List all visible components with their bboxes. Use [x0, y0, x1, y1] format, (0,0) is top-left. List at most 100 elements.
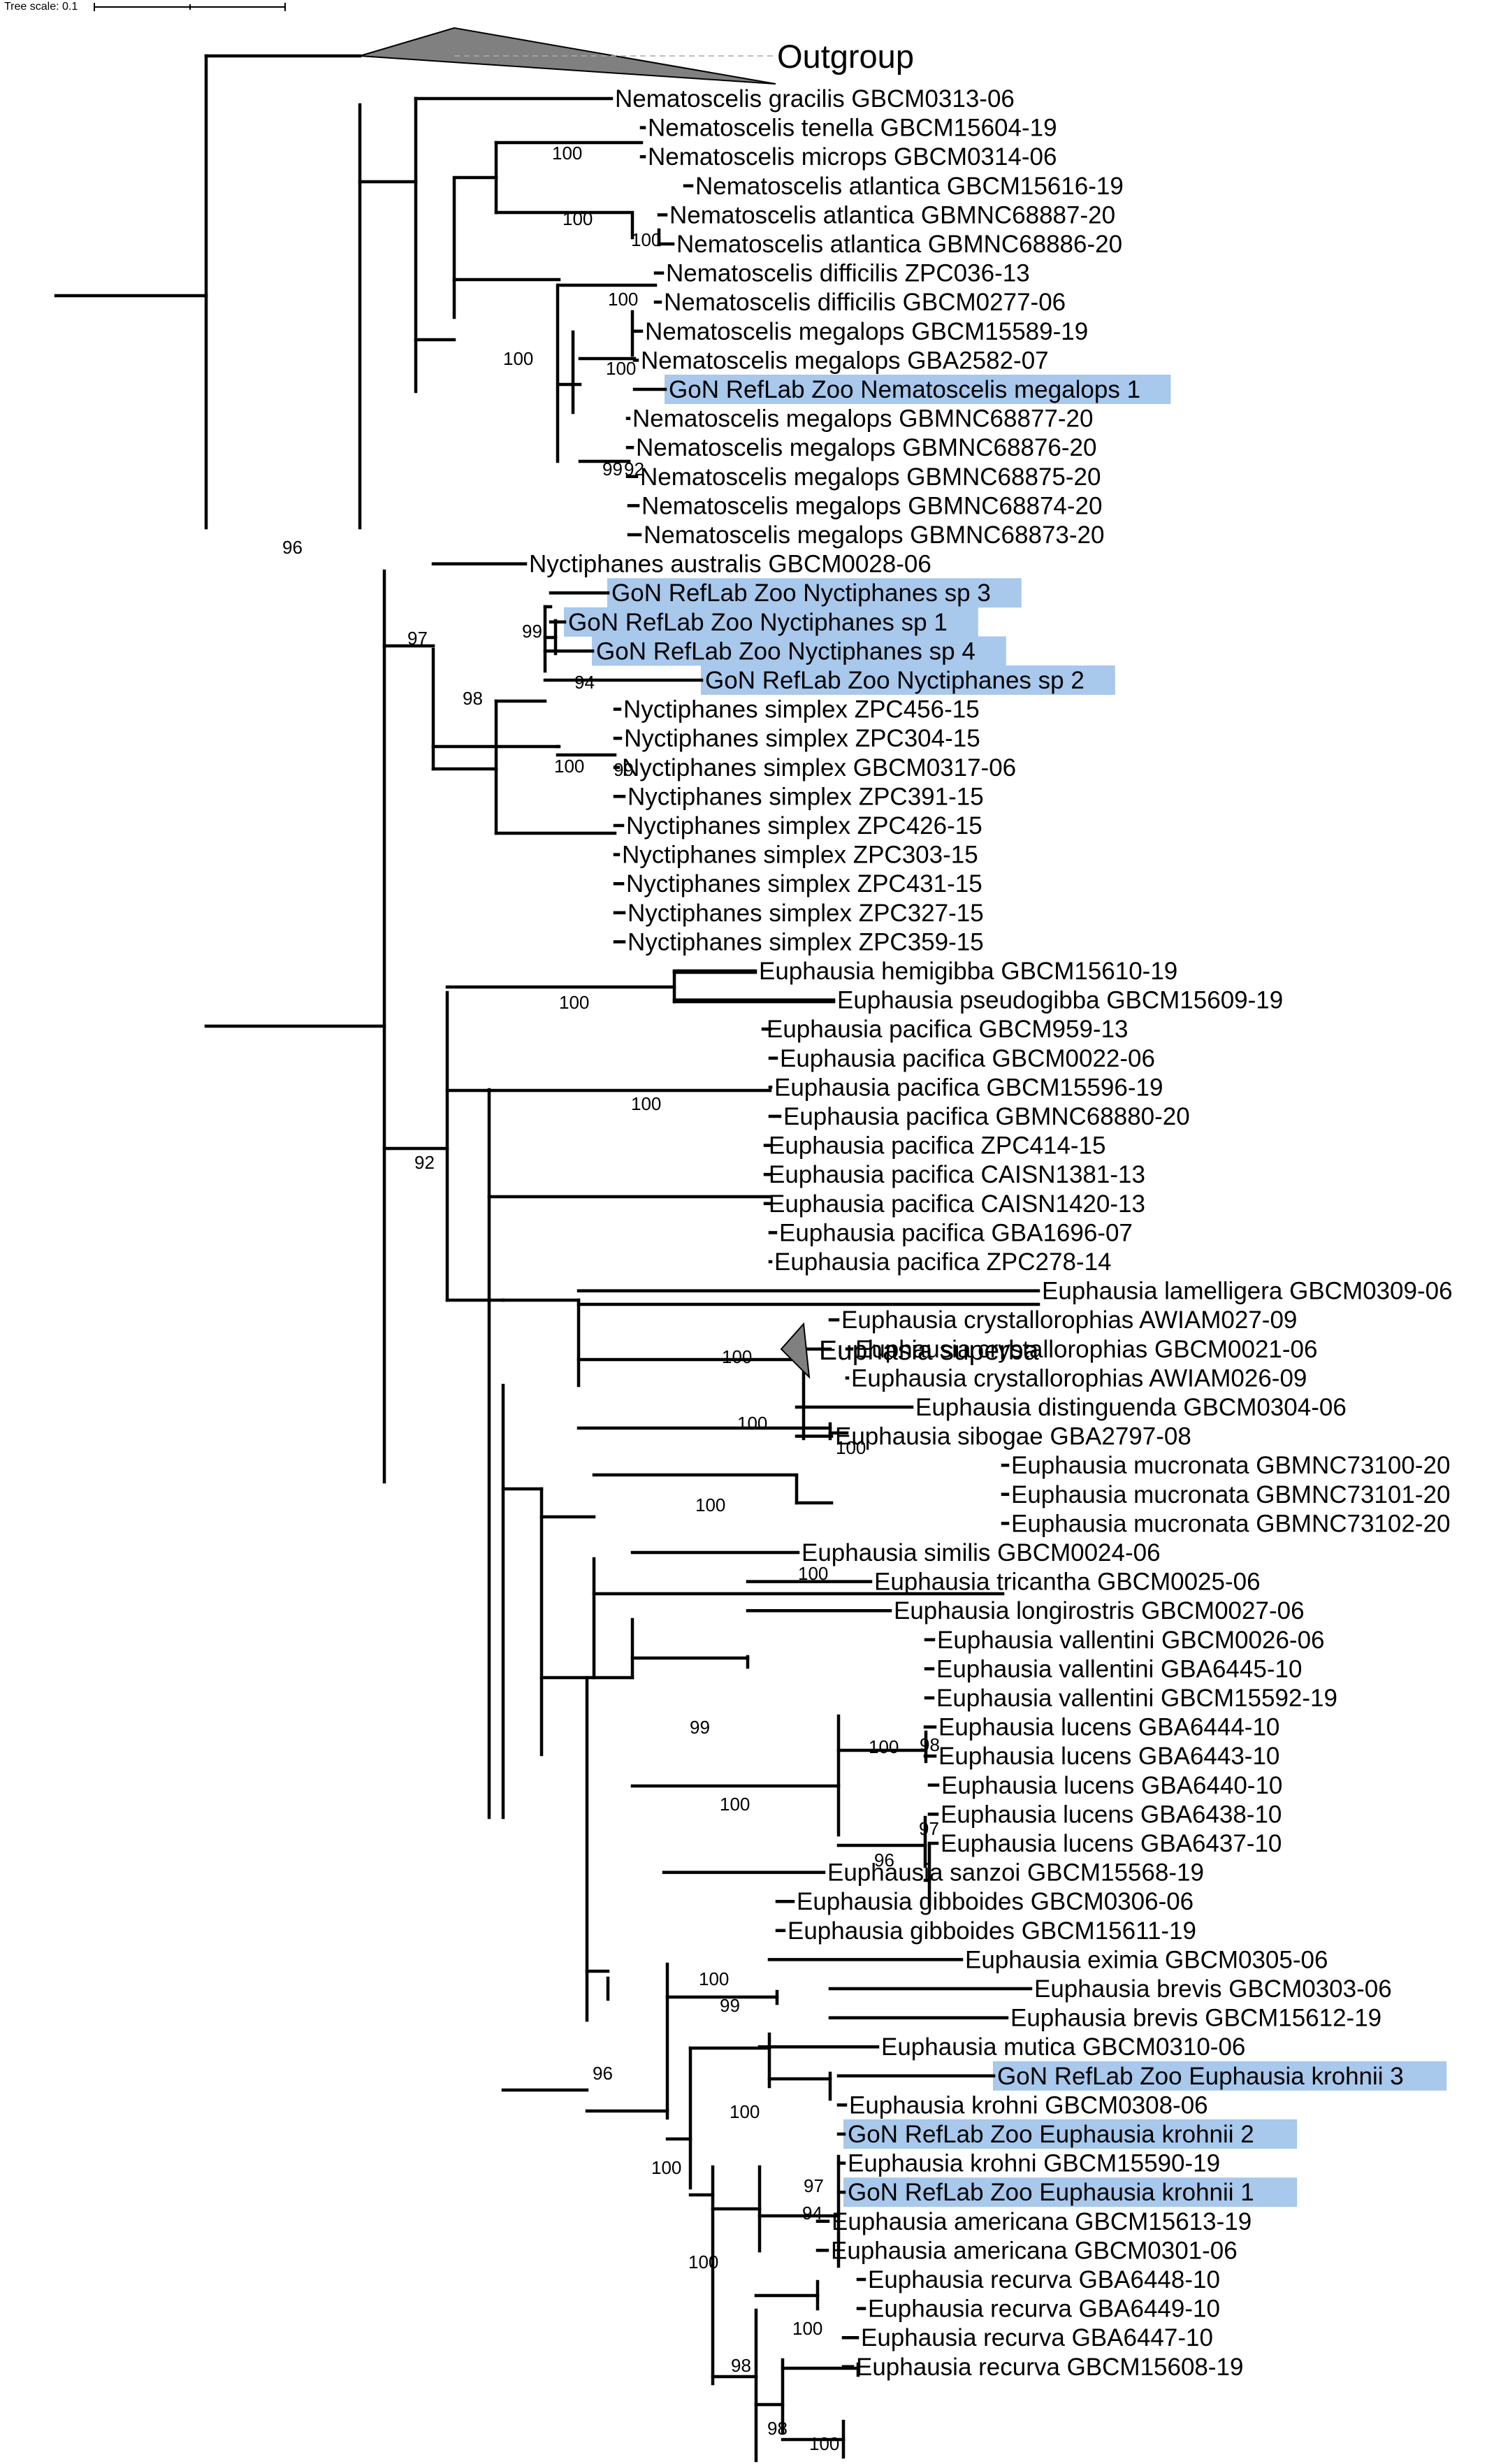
leaf-label: Euphausia americana GBCM15613-19 — [832, 2208, 1252, 2235]
leaf-label: Euphausia eximia GBCM0305-06 — [965, 1946, 1328, 1973]
bootstrap-value: 100 — [836, 1437, 866, 1458]
leaf-label: GoN RefLab Zoo Nyctiphanes sp 1 — [568, 609, 948, 636]
leaf-label: Euphausia mucronata GBMNC73102-20 — [1011, 1510, 1450, 1537]
superba-collapsed-triangle — [780, 1322, 811, 1379]
leaf-label: Euphausia crystallorophias AWIAM027-09 — [841, 1306, 1297, 1334]
leaf-label: Nyctiphanes simplex GBCM0317-06 — [622, 754, 1016, 781]
leaf-label: Euphausia pacifica GBCM15596-19 — [774, 1074, 1163, 1101]
leaf-label: Euphausia krohni GBCM0308-06 — [849, 2091, 1208, 2119]
leaf-label: Euphausia crystallorophias GBCM0021-06 — [855, 1336, 1317, 1363]
highlighted-sequences — [564, 375, 1447, 2207]
bootstrap-value: 96 — [593, 2063, 613, 2084]
leaf-label: Nyctiphanes simplex ZPC431-15 — [626, 870, 982, 898]
bootstrap-value: 94 — [802, 2203, 822, 2224]
leaf-label: Euphausia lucens GBA6444-10 — [938, 1714, 1279, 1741]
leaf-label: Euphausia vallentini GBA6445-10 — [936, 1655, 1302, 1683]
leaf-label: Nematoscelis megalops GBMNC68873-20 — [644, 521, 1104, 549]
leaf-label: Nyctiphanes simplex ZPC456-15 — [623, 696, 980, 723]
bootstrap-value: 99 — [522, 621, 542, 642]
leaf-label: Euphausia sibogae GBA2797-08 — [835, 1423, 1191, 1450]
leaf-label: Nematoscelis megalops GBMNC68874-20 — [641, 492, 1102, 519]
bootstrap-value: 96 — [282, 537, 303, 558]
leaf-label: Euphausia lucens GBA6438-10 — [941, 1801, 1282, 1828]
leaf-label: Euphausia pacifica GBCM0022-06 — [780, 1045, 1155, 1072]
bootstrap-value: 100 — [554, 756, 584, 777]
bootstrap-value: 100 — [798, 1563, 828, 1584]
highlight-box — [843, 2177, 1298, 2207]
leaf-label: Nematoscelis difficilis ZPC036-13 — [666, 260, 1030, 287]
leaf-label: Euphausia similis GBCM0024-06 — [801, 1539, 1161, 1566]
leaf-label: Euphausia gibboides GBCM0306-06 — [797, 1888, 1194, 1915]
highlight-box — [564, 607, 978, 637]
bootstrap-value: 92 — [414, 1152, 435, 1173]
leaf-label: Euphausia pacifica CAISN1381-13 — [769, 1161, 1145, 1188]
bootstrap-value: 100 — [503, 348, 533, 369]
highlight-box — [993, 2061, 1447, 2091]
leaf-label: GoN RefLab Zoo Nyctiphanes sp 4 — [596, 637, 975, 665]
superba-label: Euphasia superba — [819, 1336, 1039, 1366]
leaf-label: Euphausia recurva GBCM15608-19 — [856, 2354, 1243, 2381]
leaf-label: Euphausia mutica GBCM0310-06 — [881, 2033, 1245, 2061]
leaf-label: Nematoscelis gracilis GBCM0313-06 — [615, 85, 1015, 113]
leaf-label: Euphausia pacifica ZPC278-14 — [774, 1248, 1112, 1276]
leaf-label: Euphausia recurva GBA6449-10 — [868, 2296, 1220, 2323]
leaf-label: Euphausia brevis GBCM0303-06 — [1034, 1975, 1392, 2003]
leaf-label: GoN RefLab Zoo Euphausia krohnii 2 — [848, 2121, 1254, 2148]
bootstrap-value: 98 — [767, 2418, 788, 2439]
leaf-label: Euphausia pacifica GBCM959-13 — [767, 1016, 1129, 1043]
leaf-label: Nematoscelis megalops GBMNC68876-20 — [636, 434, 1096, 461]
leaf-label: Nyctiphanes simplex ZPC359-15 — [628, 928, 984, 956]
leaf-label: Euphausia gibboides GBCM15611-19 — [788, 1917, 1196, 1945]
bootstrap-value: 100 — [563, 208, 593, 229]
leaf-label: Nematoscelis microps GBCM0314-06 — [648, 143, 1057, 171]
leaf-label: Nematoscelis atlantica GBMNC68887-20 — [669, 201, 1115, 229]
leaf-label: Euphausia vallentini GBCM15592-19 — [936, 1685, 1337, 1712]
leaf-label: Euphausia mucronata GBMNC73101-20 — [1011, 1481, 1450, 1508]
bootstrap-value: 99 — [602, 459, 623, 480]
leaf-label: GoN RefLab Zoo Nyctiphanes sp 2 — [705, 667, 1085, 694]
leaf-label: GoN RefLab Zoo Nyctiphanes sp 3 — [611, 579, 991, 607]
leaf-label: Euphausia brevis GBCM15612-19 — [1010, 2005, 1381, 2032]
tree-scale-label: Tree scale: 0.1 — [4, 1, 78, 13]
bootstrap-value: 97 — [407, 628, 428, 649]
leaf-labels: Nematoscelis gracilis GBCM0313-06Nematos… — [529, 85, 1453, 2381]
bootstrap-value: 100 — [608, 289, 638, 310]
bootstrap-value: 100 — [552, 143, 582, 164]
bootstrap-value: 100 — [730, 2101, 760, 2122]
bootstrap-value: 99 — [614, 759, 634, 780]
leaf-label: Euphausia lamelligera GBCM0309-06 — [1042, 1278, 1453, 1305]
bootstrap-value: 100 — [695, 1494, 725, 1515]
leaf-label: Euphausia pacifica CAISN1420-13 — [769, 1190, 1145, 1218]
bootstrap-value: 100 — [699, 1968, 729, 1989]
bootstrap-value: 100 — [606, 358, 636, 379]
leaf-label: Nematoscelis atlantica GBCM15616-19 — [695, 173, 1124, 200]
tree-scale: Tree scale: 0.1 — [4, 1, 286, 13]
leaf-label: Euphausia recurva GBA6447-10 — [861, 2324, 1213, 2351]
tree-branches — [54, 54, 1040, 2463]
bootstrap-value: 99 — [720, 1995, 740, 2016]
leaf-label: Euphausia pacifica GBMNC68880-20 — [783, 1103, 1190, 1130]
highlight-box — [701, 665, 1115, 695]
leaf-label: Euphausia mucronata GBMNC73100-20 — [1011, 1452, 1450, 1479]
bootstrap-value: 100 — [631, 229, 661, 250]
bootstrap-value: 99 — [690, 1717, 710, 1738]
leaf-label: Nematoscelis megalops GBMNC68875-20 — [640, 463, 1101, 491]
collapsed-clades: Outgroup Euphasia superba — [359, 27, 1039, 1379]
bootstrap-value: 92 — [624, 459, 644, 480]
leaf-label: Nematoscelis megalops GBA2582-07 — [641, 347, 1049, 374]
leaf-label: Nyctiphanes simplex ZPC327-15 — [628, 900, 984, 927]
leaf-label: Euphausia longirostris GBCM0027-06 — [894, 1597, 1305, 1624]
leaf-label: Euphausia lucens GBA6443-10 — [938, 1743, 1279, 1770]
leaf-label: Euphausia recurva GBA6448-10 — [868, 2266, 1220, 2293]
highlight-box — [607, 578, 1022, 608]
leaf-label: Euphausia hemigibba GBCM15610-19 — [759, 958, 1177, 985]
bootstrap-value: 100 — [631, 1093, 661, 1114]
leaf-label: Euphausia crystallorophias AWIAM026-09 — [851, 1364, 1307, 1392]
bootstrap-value: 96 — [874, 1850, 894, 1871]
bootstrap-value: 100 — [869, 1736, 899, 1757]
leaf-label: Euphausia krohni GBCM15590-19 — [848, 2150, 1220, 2177]
leaf-label: Nyctiphanes simplex ZPC303-15 — [622, 842, 978, 869]
highlight-box — [843, 2119, 1298, 2149]
